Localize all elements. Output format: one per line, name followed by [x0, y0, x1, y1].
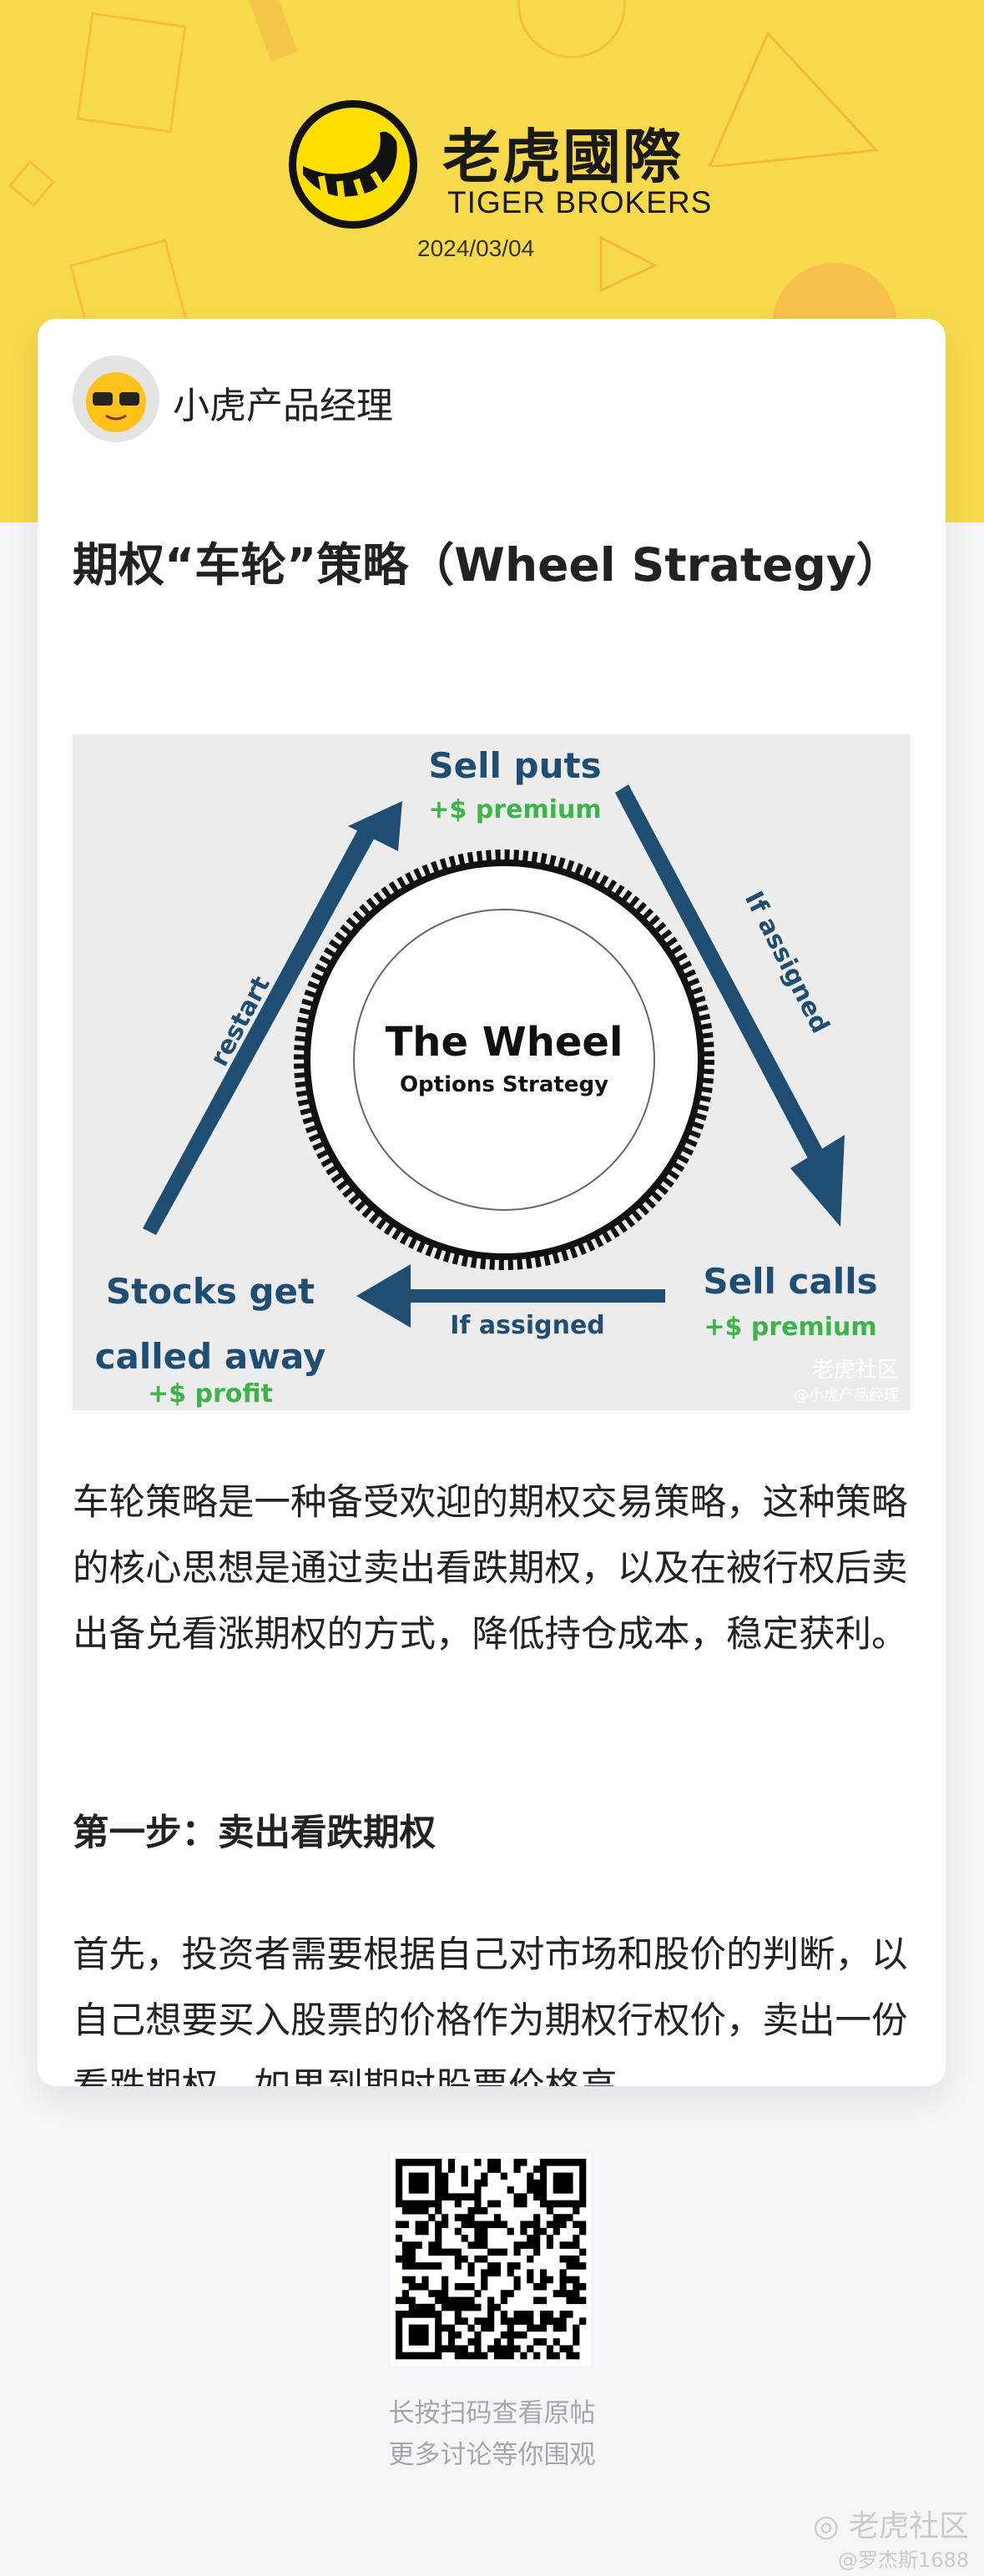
- post-title: 期权“车轮”策略（Wheel Strategy）: [73, 538, 902, 592]
- post-date: 2024/03/04: [417, 235, 535, 261]
- wheel-subtitle: Options Strategy: [400, 1072, 608, 1097]
- community-logo-icon: ◎: [813, 2509, 849, 2543]
- wheel-strategy-figure[interactable]: The Wheel Options Strategy Sell puts +$ …: [73, 734, 911, 1410]
- sell-calls-premium: +$ premium: [704, 1313, 876, 1342]
- qr-code[interactable]: [391, 2153, 591, 2366]
- restart-arrow-shaft: [143, 826, 376, 1235]
- assigned-arrow2-shaft: [406, 1289, 665, 1303]
- sell-puts-premium: +$ premium: [428, 795, 601, 824]
- wheel-icon: [294, 849, 714, 1270]
- decor-triangle-small: [599, 235, 659, 293]
- section-heading-step1: 第一步：卖出看跌期权: [73, 1812, 436, 1854]
- community-watermark-text: 老虎社区: [848, 2509, 969, 2543]
- paragraph-step1: 首先，投资者需要根据自己对市场和股价的判断，以自己想要买入股票的价格作为期权行权…: [73, 1934, 908, 2086]
- if-assigned-label-2: If assigned: [450, 1311, 605, 1340]
- if-assigned-label-1: If assigned: [739, 887, 835, 1038]
- decor-triangle: [708, 31, 880, 167]
- assigned-arrow-shaft: [615, 784, 824, 1160]
- post-card: 小虎产品经理 期权“车轮”策略（Wheel Strategy） The Whee…: [38, 319, 946, 2086]
- qr-caption-1: 长按扫码查看原帖: [388, 2398, 596, 2428]
- decor-bar: [248, 0, 298, 62]
- brand-name-cn: 老虎國際: [442, 123, 683, 191]
- stocks-label-line1: Stocks get: [106, 1271, 315, 1312]
- author-avatar[interactable]: [73, 355, 159, 442]
- user-watermark: @罗杰斯1688: [837, 2548, 969, 2572]
- decor-circle: [517, 0, 626, 58]
- assigned-arrow-head: [790, 1135, 845, 1227]
- tiger-logo: [289, 100, 417, 229]
- stocks-profit: +$ profit: [148, 1379, 273, 1409]
- sell-calls-label: Sell calls: [703, 1261, 877, 1302]
- brand-name-en: TIGER BROKERS: [447, 185, 713, 219]
- decor-rect: [76, 12, 187, 134]
- stocks-label-line2: called away: [95, 1336, 326, 1377]
- restart-arrow-head: [348, 801, 402, 851]
- figure-watermark: 老虎社区: [812, 1358, 899, 1383]
- author-name[interactable]: 小虎产品经理: [173, 385, 393, 427]
- decor-diamond: [8, 159, 56, 208]
- wheel-title: The Wheel: [386, 1019, 623, 1066]
- figure-watermark-user: @小虎产品经理: [794, 1387, 899, 1404]
- community-watermark: ◎ 老虎社区: [813, 2502, 969, 2545]
- sell-puts-label: Sell puts: [428, 745, 601, 786]
- qr-caption-2: 更多讨论等你围观: [388, 2440, 596, 2470]
- assigned-arrow2-head: [356, 1264, 411, 1328]
- paragraph-intro: 车轮策略是一种备受欢迎的期权交易策略，这种策略的核心思想是通过卖出看跌期权，以及…: [73, 1482, 908, 1656]
